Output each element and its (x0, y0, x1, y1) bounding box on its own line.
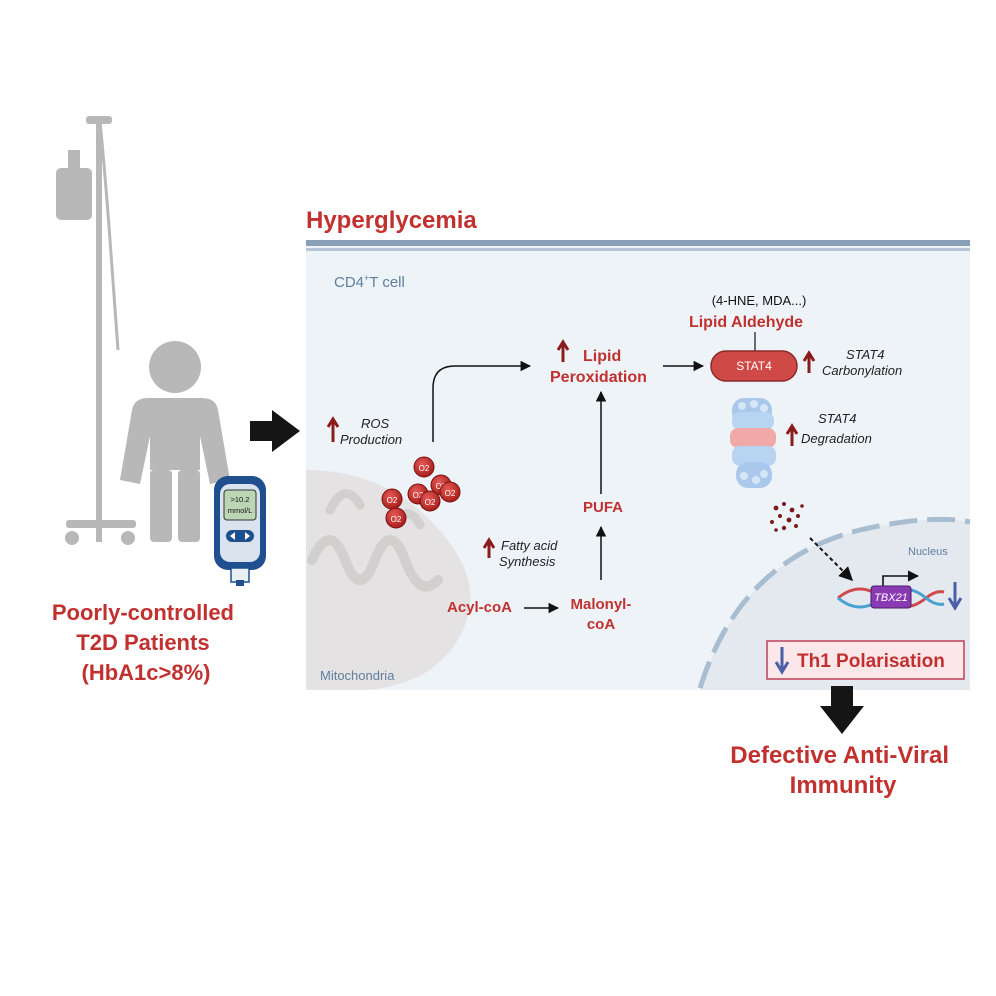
ros-label-2: Production (340, 432, 402, 447)
lipid-perox-label-2: Peroxidation (550, 369, 647, 386)
svg-text:O2: O2 (413, 491, 424, 500)
degradation-label-2: Degradation (801, 431, 872, 446)
svg-text:Fatty acid Synthesis: Fatty acid Synthesis (499, 538, 561, 569)
superoxide-icon: O2 (419, 490, 441, 512)
superoxide-icon: O2 (439, 481, 461, 503)
outcome-label-2: Immunity (790, 772, 897, 799)
fragments-to-tbx21-arrow (809, 537, 853, 581)
outcome-label-1: Defective Anti-Viral (730, 742, 949, 769)
glucometer-icon: >10.2 mmol/L (214, 476, 266, 586)
peptide-fragments-icon (770, 502, 804, 532)
transcription-start-arrow (882, 570, 920, 588)
glucometer-reading-value: >10.2 (231, 495, 250, 504)
th1-polarisation-box: Th1 Polarisation (766, 640, 965, 680)
fatty-acid-label-2: Synthesis (499, 554, 556, 569)
to-cell-arrow (250, 410, 300, 452)
ros-production: ROS Production (326, 416, 402, 447)
malonyl-coa-label-2: coA (587, 616, 616, 633)
superoxide-cluster: O2 O2 O2 O2 O2 O2 O2 (381, 456, 461, 529)
tbx21-label: TBX21 (874, 592, 908, 604)
svg-text:Lipid Peroxidation: Lipid Peroxidation (550, 348, 647, 386)
tbx21-gene: TBX21 (837, 570, 963, 611)
ros-to-peroxidation-arrow (432, 360, 532, 442)
patient-label-line2: T2D Patients (76, 630, 209, 655)
svg-text:Poorly-controlled T2D Pa: Poorly-controlled T2D Patients (HbA1c>8%… (52, 600, 240, 685)
glucometer-reading-unit: mmol/L (228, 506, 253, 515)
fatty-acid-synthesis: Fatty acid Synthesis (482, 537, 561, 569)
svg-text:ROS Production: ROS Production (340, 416, 402, 447)
patient-icon (120, 341, 230, 542)
lipid-peroxidation: Lipid Peroxidation (550, 339, 647, 386)
patient-label-line3: (HbA1c>8%) (82, 660, 211, 685)
up-arrow-icon (556, 339, 570, 362)
proteasome-icon (730, 398, 776, 488)
down-arrow-icon (947, 582, 963, 611)
svg-text:O2: O2 (387, 496, 398, 505)
svg-text:STAT4 Degradation: STAT4 Degradation (801, 411, 872, 446)
svg-text:Malonyl- coA: Malonyl- coA (570, 596, 635, 633)
iv-stand-icon (56, 116, 136, 545)
up-arrow-icon (326, 416, 340, 442)
hyperglycemia-title: Hyperglycemia (306, 207, 477, 234)
stat4-label: STAT4 (736, 359, 772, 373)
carbonylation-label-1: STAT4 (846, 347, 885, 362)
superoxide-icon: O2 (413, 456, 435, 478)
carbonylation-label-2: Carbonylation (822, 363, 902, 378)
malonyl-coa-label-1: Malonyl- (570, 596, 631, 613)
to-outcome-arrow (820, 686, 864, 734)
patient-illustration: >10.2 mmol/L Poorly-controlled T2D Patie… (52, 116, 266, 685)
fatty-acid-label-1: Fatty acid (501, 538, 558, 553)
svg-text:Defective Anti-Viral Immun: Defective Anti-Viral Immunity (730, 742, 955, 799)
stat4-protein: STAT4 (710, 350, 798, 382)
ros-label-1: ROS (361, 416, 390, 431)
patient-label-line1: Poorly-controlled (52, 600, 234, 625)
stat4-degradation: STAT4 Degradation (785, 411, 872, 446)
cell-panel: Hyperglycemia CD4+T cell Mitochondria Nu… (306, 207, 971, 690)
th1-label: Th1 Polarisation (797, 651, 945, 672)
degradation-label-1: STAT4 (818, 411, 857, 426)
aldehyde-examples: (4-HNE, MDA...) (712, 293, 807, 308)
svg-text:O2: O2 (391, 515, 402, 524)
mitochondria-label: Mitochondria (320, 668, 395, 683)
cell-type-label: CD4+T cell (334, 273, 405, 291)
svg-text:STAT4 Carbonylation: STAT4 Carbonylation (822, 347, 902, 378)
up-arrow-icon (482, 537, 496, 558)
pufa-label: PUFA (583, 499, 623, 516)
stat4-carbonylation: STAT4 Carbonylation (802, 347, 902, 378)
svg-text:O2: O2 (425, 498, 436, 507)
superoxide-icon: O2 (381, 488, 403, 510)
superoxide-icon: O2 (385, 507, 407, 529)
up-arrow-icon (802, 350, 816, 373)
nucleus-label: Nucleus (908, 546, 948, 558)
cell-membrane (306, 240, 970, 246)
lipid-aldehyde-label: Lipid Aldehyde (689, 314, 803, 331)
svg-text:O2: O2 (445, 489, 456, 498)
down-arrow-icon (774, 647, 790, 675)
svg-text:O2: O2 (419, 464, 430, 473)
acyl-coa-label: Acyl-coA (447, 599, 512, 616)
lipid-perox-label-1: Lipid (583, 348, 621, 365)
up-arrow-icon (785, 423, 799, 446)
